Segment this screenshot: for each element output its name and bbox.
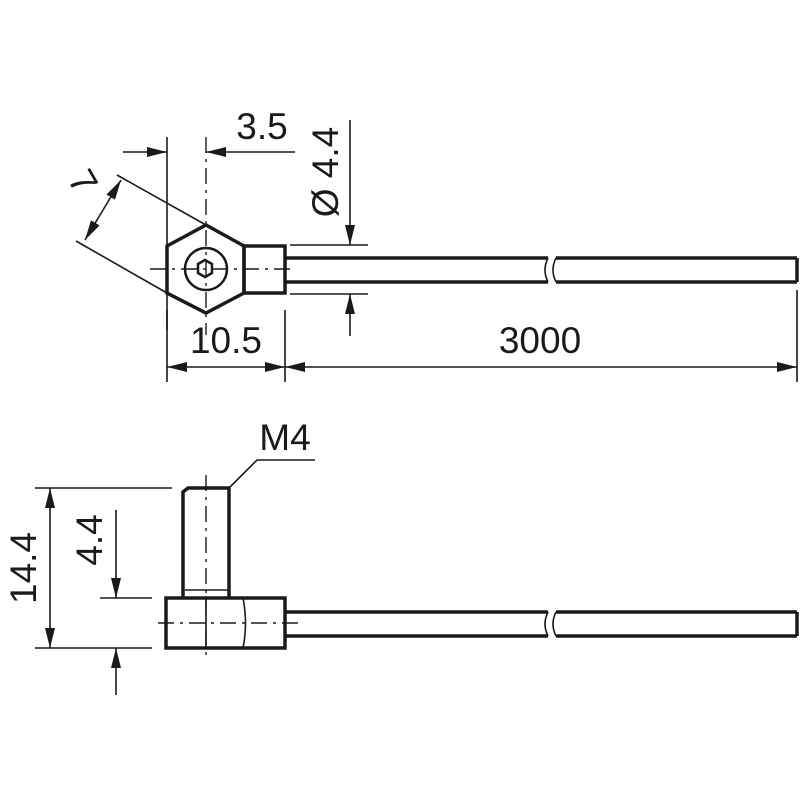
hex-socket-icon: [196, 258, 214, 279]
cable-break: [544, 611, 557, 637]
thread-label: M4: [259, 417, 310, 458]
dim-across-flats-label: 7: [60, 163, 106, 201]
dim-total-height-label: 14.4: [3, 532, 44, 604]
ext-line: [290, 244, 368, 295]
dim-head-length-label: 10.5: [190, 320, 262, 361]
ext-line: [35, 487, 172, 649]
cable-break: [544, 257, 557, 283]
top-view: 3.5 Ø 4.4 7 10.5 3000: [60, 106, 799, 382]
threaded-stud: [181, 486, 231, 598]
side-view: M4 14.4 4.4: [3, 417, 799, 695]
cable-top-view: [285, 256, 799, 284]
dim-arrow: [84, 209, 104, 241]
dim-offset-label: 3.5: [236, 106, 287, 147]
cable-side-view: [285, 610, 799, 638]
dim-diameter-label: Ø 4.4: [305, 127, 346, 218]
dim-head-height-label: 4.4: [69, 514, 110, 565]
dim-arrow: [102, 179, 122, 211]
ext-line: [75, 174, 207, 294]
dim-cable-length-label: 3000: [499, 320, 581, 361]
leader-line: [228, 459, 315, 489]
